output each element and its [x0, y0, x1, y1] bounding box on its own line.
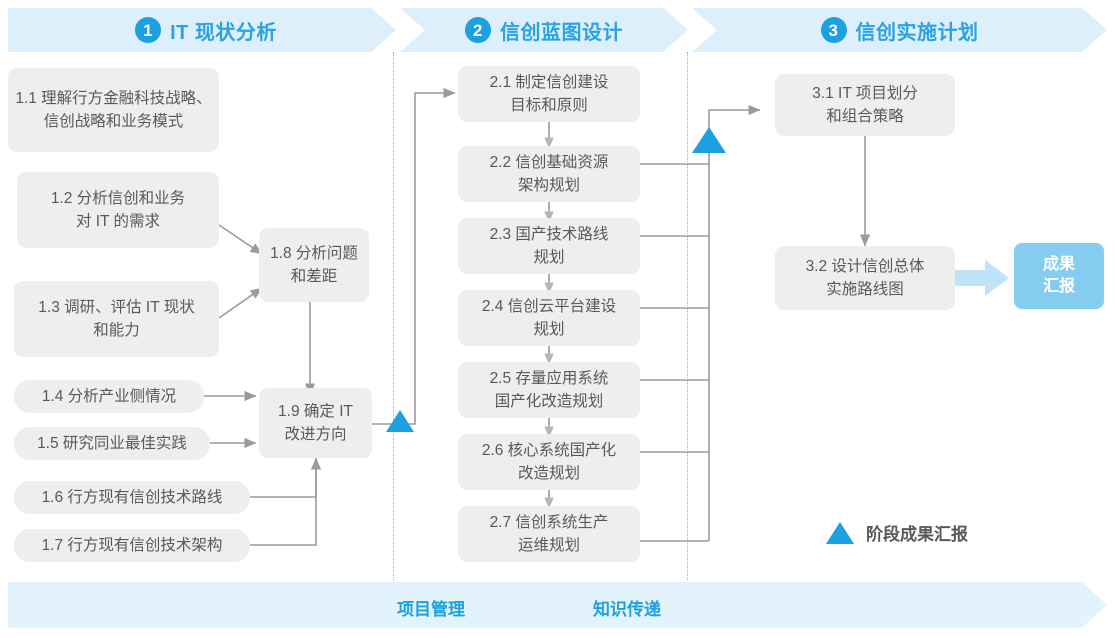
legend-triangle-icon — [826, 521, 854, 544]
task-box-2-1[interactable]: 2.1 制定信创建设目标和原则 — [458, 66, 640, 122]
phase-number-badge: 2 — [465, 17, 491, 43]
task-box-1-6[interactable]: 1.6 行方现有信创技术路线 — [14, 481, 250, 514]
phase-number-badge: 3 — [820, 17, 847, 43]
phase-title: 信创蓝图设计 — [500, 21, 623, 44]
task-box-2-3[interactable]: 2.3 国产技术路线规划 — [458, 218, 640, 274]
task-box-1-3[interactable]: 1.3 调研、评估 IT 现状和能力 — [14, 281, 219, 357]
phase-divider-2 — [687, 52, 688, 580]
phase-title: 信创实施计划 — [855, 21, 979, 44]
task-box-1-4[interactable]: 1.4 分析产业侧情况 — [14, 380, 204, 413]
bottom-label-knowledge-transfer: 知识传递 — [593, 600, 661, 619]
task-box-1-2[interactable]: 1.2 分析信创和业务对 IT 的需求 — [17, 172, 219, 248]
milestone-triangle-phase2-icon — [692, 127, 726, 153]
bottom-band — [8, 582, 1107, 628]
legend-label: 阶段成果汇报 — [866, 525, 968, 544]
deliverable-arrow-icon — [952, 260, 1009, 296]
task-box-2-5[interactable]: 2.5 存量应用系统国产化改造规划 — [458, 362, 640, 418]
bottom-label-project-management: 项目管理 — [397, 600, 465, 619]
phase-header-2[interactable]: 2 信创蓝图设计 — [400, 8, 688, 52]
task-box-2-4[interactable]: 2.4 信创云平台建设规划 — [458, 290, 640, 346]
task-box-1-8[interactable]: 1.8 分析问题和差距 — [259, 228, 369, 302]
task-box-1-7[interactable]: 1.7 行方现有信创技术架构 — [14, 529, 250, 562]
phase-number-badge: 1 — [135, 17, 162, 43]
task-box-1-5[interactable]: 1.5 研究同业最佳实践 — [14, 427, 210, 460]
legend: 阶段成果汇报 — [826, 520, 968, 545]
deliverable-box[interactable]: 成果汇报 — [1014, 243, 1104, 309]
phase-divider-1 — [393, 52, 394, 580]
task-box-2-2[interactable]: 2.2 信创基础资源架构规划 — [458, 146, 640, 202]
phase-header-3[interactable]: 3 信创实施计划 — [692, 8, 1107, 52]
task-box-3-1[interactable]: 3.1 IT 项目划分和组合策略 — [775, 74, 955, 136]
task-box-1-1[interactable]: 1.1 理解行方金融科技战略、信创战略和业务模式 — [8, 68, 219, 152]
task-box-3-2[interactable]: 3.2 设计信创总体实施路线图 — [775, 246, 955, 310]
milestone-triangle-phase1-icon — [386, 410, 414, 432]
task-box-2-6[interactable]: 2.6 核心系统国产化改造规划 — [458, 434, 640, 490]
task-box-2-7[interactable]: 2.7 信创系统生产运维规划 — [458, 506, 640, 562]
phase-title: IT 现状分析 — [170, 21, 277, 44]
phase-header-1[interactable]: 1 IT 现状分析 — [8, 8, 396, 52]
